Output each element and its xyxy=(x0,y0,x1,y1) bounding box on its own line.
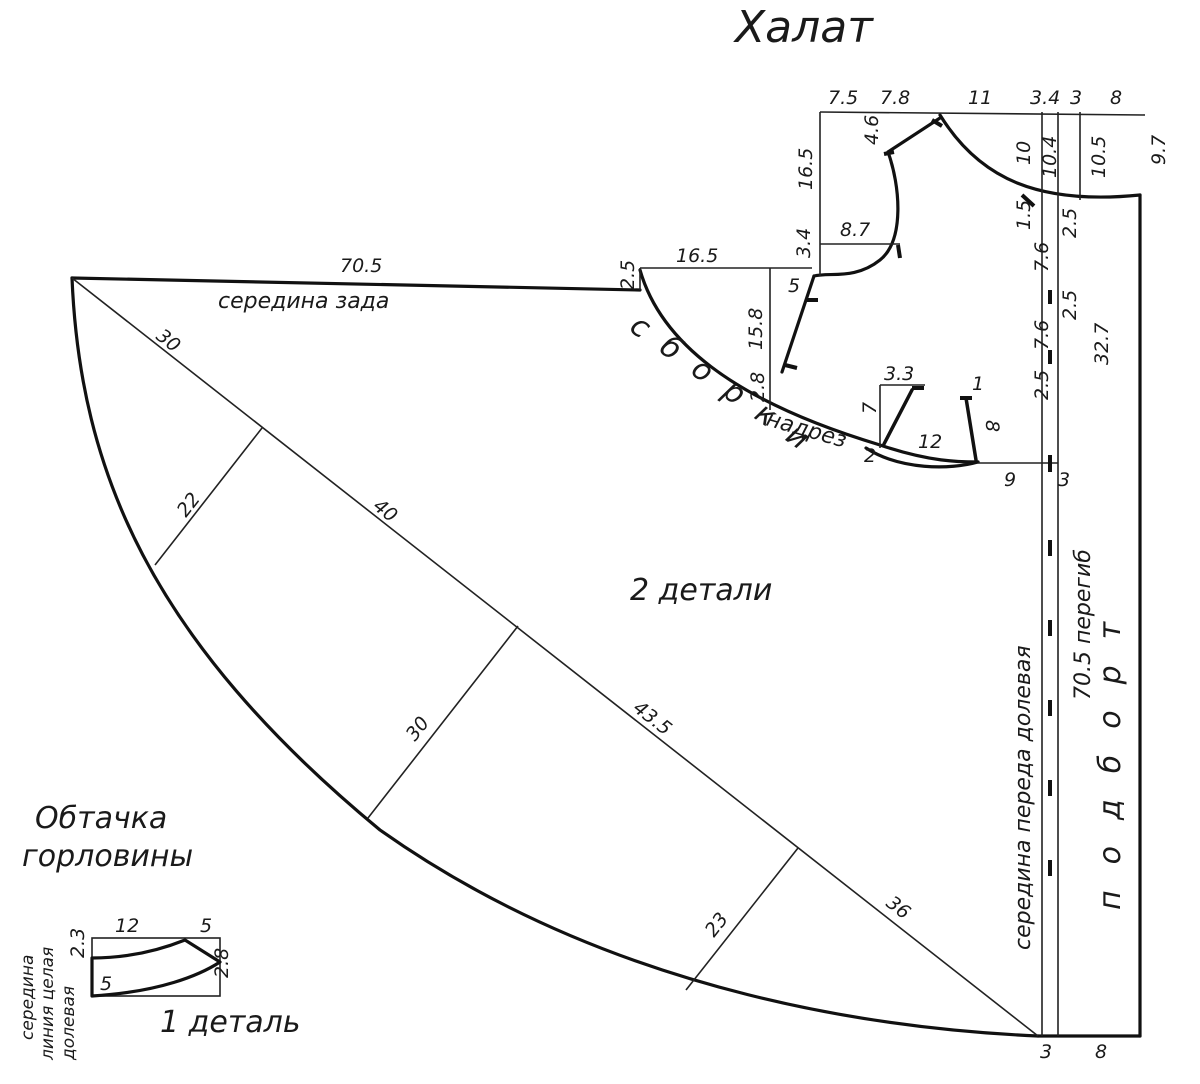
dim-3-4-v: 3.4 xyxy=(793,228,815,258)
dim-32-7: 32.7 xyxy=(1091,323,1113,365)
main-piece-outline xyxy=(70,113,1142,1038)
dim-2: 2 xyxy=(864,445,876,467)
notch-ticks xyxy=(784,118,1052,876)
dim-7-5: 7.5 xyxy=(828,87,858,109)
main-piece-count: 2 детали xyxy=(630,573,772,608)
dim-40: 40 xyxy=(369,495,402,527)
dim-10-4: 10.4 xyxy=(1039,136,1061,178)
dim-16-5-h: 16.5 xyxy=(676,245,718,267)
facing-title-line1: Обтачка xyxy=(35,801,167,836)
construction-lines xyxy=(71,111,1146,1037)
dim-15-8: 15.8 xyxy=(745,308,767,350)
dim-30-top: 30 xyxy=(152,325,185,357)
side-seam-label: сборки xyxy=(623,308,831,469)
dim-3-4: 3.4 xyxy=(1030,87,1060,109)
dim-3-right: 3 xyxy=(1058,469,1070,491)
facing-dim-12: 12 xyxy=(115,915,139,937)
facing-side-label-1: середина xyxy=(18,955,38,1040)
facing-dim-2-8: 2.8 xyxy=(211,948,233,978)
dim-36: 36 xyxy=(882,892,915,924)
facing-dim-5-left: 5 xyxy=(100,973,112,995)
dim-1: 1 xyxy=(972,373,984,395)
dim-2-5-b: 2.5 xyxy=(1059,290,1081,320)
dim-8-v: 8 xyxy=(981,420,1003,432)
dim-bottom-8: 8 xyxy=(1095,1041,1107,1063)
facing-dim-2-3: 2.3 xyxy=(67,928,89,958)
facing-dim-5-top: 5 xyxy=(200,915,212,937)
dim-4-6: 4.6 xyxy=(861,115,883,145)
pattern-title: Халат xyxy=(733,2,874,53)
dim-70-5: 70.5 xyxy=(340,255,382,277)
facing-piece-count: 1 деталь xyxy=(160,1005,301,1040)
dim-11: 11 xyxy=(968,87,992,109)
facing-side-label-3: долевая xyxy=(59,986,79,1061)
dim-9-7: 9.7 xyxy=(1148,135,1170,165)
back-center-label: середина зада xyxy=(218,289,389,314)
dim-9: 9 xyxy=(1004,469,1016,491)
dim-3: 3 xyxy=(1070,87,1082,109)
dim-2-5-a: 2.5 xyxy=(1059,208,1081,238)
dim-8: 8 xyxy=(1110,87,1122,109)
dim-10: 10 xyxy=(1013,141,1035,165)
fold-label: 70.5 перегиб xyxy=(1071,549,1096,700)
dim-2-5-left: 2.5 xyxy=(617,260,639,290)
front-center-label: середина переда долевая xyxy=(1011,645,1036,950)
dim-7-6-b: 7.6 xyxy=(1031,320,1053,350)
dim-16-5-v: 16.5 xyxy=(795,148,817,190)
dim-1-5: 1.5 xyxy=(1013,200,1035,230)
dim-7: 7 xyxy=(859,402,881,414)
dart-marks xyxy=(882,386,978,462)
dim-12: 12 xyxy=(918,431,942,453)
facing-title-line2: горловины xyxy=(22,839,193,874)
dim-7-6-a: 7.6 xyxy=(1031,242,1053,272)
facing-side-label-2: линия целая xyxy=(38,947,58,1061)
neck-facing-piece: Обтачка горловины 12 5 2.3 2.8 5 середин… xyxy=(18,801,301,1061)
dim-10-5: 10.5 xyxy=(1088,136,1110,178)
dim-22: 22 xyxy=(173,488,205,521)
dim-7-8: 7.8 xyxy=(880,87,910,109)
dim-8-7: 8.7 xyxy=(840,219,870,241)
dim-bottom-3: 3 xyxy=(1040,1041,1052,1063)
dim-2-8: 2.8 xyxy=(747,372,769,402)
hem-label: подборт xyxy=(1093,596,1128,910)
dim-5: 5 xyxy=(788,275,800,297)
dim-2-5-c: 2.5 xyxy=(1031,370,1053,400)
dim-3-3: 3.3 xyxy=(884,363,914,385)
